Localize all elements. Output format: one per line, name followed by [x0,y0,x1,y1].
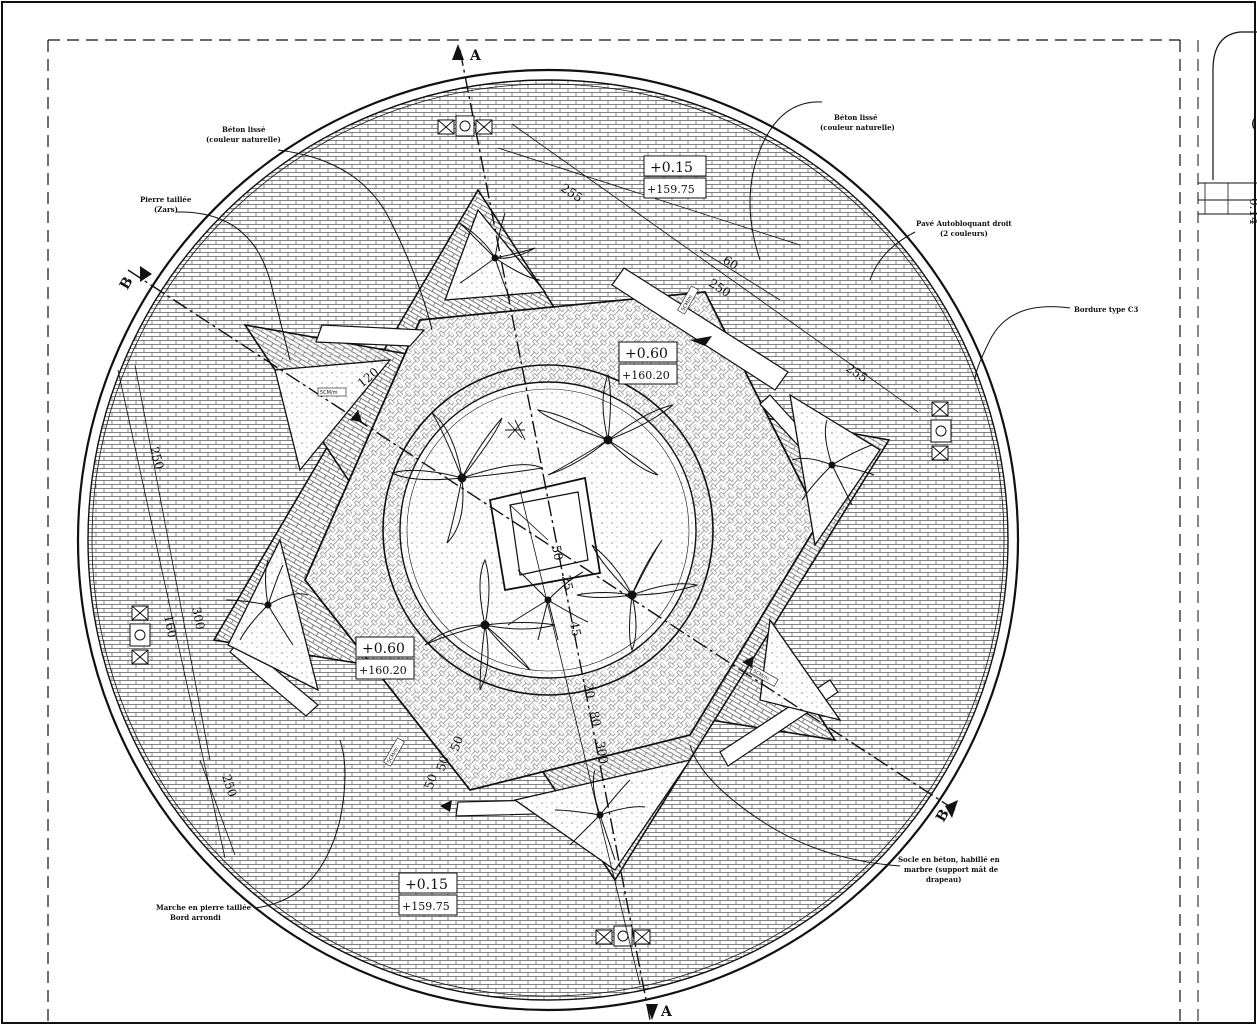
svg-text:Pierre taillée: Pierre taillée [140,195,192,204]
level-center-left: +0.60 +160.20 [355,636,415,680]
section-label-a-top: A [469,48,482,64]
dim-250-left: 250 [147,445,166,471]
note-marche: Marche en pierre taillée Bord arrondi [156,903,252,922]
dim-250-bottom: 250 [219,773,239,799]
note-pave-autobloquant: Pavé Autobloquant droit (2 couleurs) [916,219,1012,238]
svg-text:drapeau): drapeau) [926,875,961,884]
svg-text:Pavé Autobloquant droit: Pavé Autobloquant droit [916,219,1012,228]
svg-text:Marche en pierre taillée: Marche en pierre taillée [156,903,252,912]
dim-60: 60 [720,253,740,273]
section-lines [127,49,956,1021]
dim-300-left: 300 [189,606,207,631]
section-markers: A A B B [117,44,958,1020]
dim-50-center: 50 [549,544,565,561]
svg-text:Béton lissé: Béton lissé [834,113,878,122]
leader-lines [175,101,1071,909]
annotations: Béton lissé (couleur naturelle) Béton li… [140,113,1138,922]
svg-text:+160.20: +160.20 [359,664,407,677]
dim-50-a: 50 [422,772,440,791]
dim-50-c: 50 [448,734,466,753]
svg-text:+0.60: +0.60 [362,641,405,657]
svg-text:5CM/m: 5CM/m [320,390,338,396]
svg-text:(Zars): (Zars) [154,205,178,214]
dim-20: 20 [581,682,597,699]
dim-50-b: 50 [434,754,452,773]
svg-text:(couleur naturelle): (couleur naturelle) [820,123,895,132]
dim-160: 160 [161,614,179,639]
flag-socle [488,476,602,592]
section-label-a-bottom: A [660,1004,673,1020]
svg-text:+159.75: +159.75 [647,183,695,196]
dim-25: 25 [559,574,575,591]
svg-text:(2 couleurs): (2 couleurs) [940,229,988,238]
svg-text:Béton lissé: Béton lissé [222,125,266,134]
svg-text:Bord arrondi: Bord arrondi [170,913,221,922]
small-star-plant [505,419,526,441]
note-pierre-taillee: Pierre taillée (Zars) [140,195,192,214]
svg-text:+0.60: +0.60 [625,346,668,362]
dim-80: 80 [587,710,603,727]
level-boxes: +0.15 +159.75 +0.60 +160.20 +0.60 +160.2… [355,155,707,916]
side-sheet-fragment: 0.14 ( [1198,31,1257,225]
slope-marker-2: 5CM/m [317,387,347,397]
svg-text:marbre (support mât de: marbre (support mât de [904,865,999,874]
level-bottom-left: +0.15 +159.75 [398,872,458,916]
svg-text:+160.20: +160.20 [622,369,670,382]
level-center-right: +0.60 +160.20 [618,341,678,385]
side-sheet-dim: 0.14 [1247,198,1257,225]
svg-text:Socle en béton, habillé en: Socle en béton, habillé en [898,855,1000,864]
svg-text:Bordure type C3: Bordure type C3 [1074,305,1138,314]
dim-300-bottom: 300 [593,740,611,765]
section-arrow-a-bottom [646,1004,658,1020]
corner-palms [225,212,875,861]
note-bordure: Bordure type C3 [1074,305,1138,314]
section-label-b-left: B [117,274,137,292]
svg-text:(: ( [1251,116,1256,132]
light-fixtures [129,115,952,947]
svg-text:+159.75: +159.75 [402,900,450,913]
dimension-texts: 255 60 250 255 120 250 160 300 250 50 25… [147,181,870,799]
section-arrow-b-right [945,800,958,818]
svg-text:+0.15: +0.15 [650,160,693,176]
section-arrow-a-top [452,44,464,60]
dimension-lines [117,123,919,986]
note-socle: Socle en béton, habillé en marbre (suppo… [898,855,1000,884]
note-beton-lisse-right: Béton lissé (couleur naturelle) [820,113,895,132]
svg-text:(couleur naturelle): (couleur naturelle) [206,135,281,144]
plaza [76,68,1020,1012]
dim-45: 45 [567,620,583,637]
svg-text:+0.15: +0.15 [405,877,448,893]
level-top-right: +0.15 +159.75 [643,155,707,199]
note-beton-lisse-left: Béton lissé (couleur naturelle) [206,125,281,144]
section-arrow-b-left [140,266,152,282]
